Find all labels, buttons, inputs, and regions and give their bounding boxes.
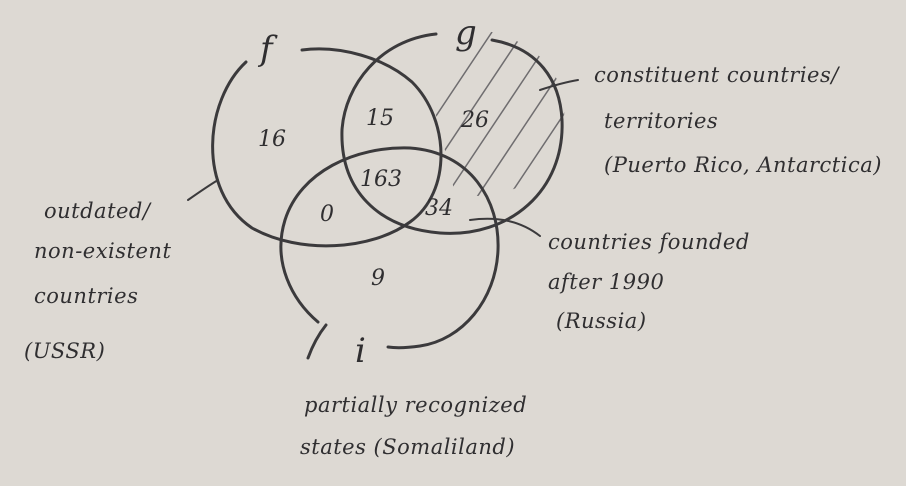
constituent-line-1: constituent countries/ [594,63,840,87]
outdated-line-3: countries [34,284,138,308]
constituent-line-2: territories [604,109,718,133]
set-g-label: g [455,13,477,53]
set-i-circle [279,146,500,350]
constituent-leader [539,79,579,91]
count-i-only: 9 [371,266,385,291]
count-f-only: 16 [258,127,286,152]
founded-leader [469,217,541,237]
partial-line-2: states (Somaliland) [300,435,515,459]
count-g-i: 34 [425,196,453,221]
count-g-only: 26 [460,108,489,133]
founded-line-1: countries founded [548,230,750,254]
set-i-tick [306,323,328,360]
set-i-label: i [355,331,366,371]
outdated-line-1: outdated/ [44,199,152,223]
count-f-i: 0 [320,202,334,227]
founded-line-2: after 1990 [548,270,664,294]
set-f-label: f [257,29,278,69]
set-g-circle [340,32,564,235]
g-only-hatching [420,25,565,197]
outdated-leader [187,179,219,201]
constituent-line-3: (Puerto Rico, Antarctica) [604,153,882,177]
count-f-g-i: 163 [360,167,402,192]
partial-line-1: partially recognized [304,393,527,417]
founded-line-3: (Russia) [556,309,647,333]
outdated-line-2: non-existent [34,239,171,263]
outdated-line-4: (USSR) [24,339,105,363]
count-f-g: 15 [366,106,394,131]
